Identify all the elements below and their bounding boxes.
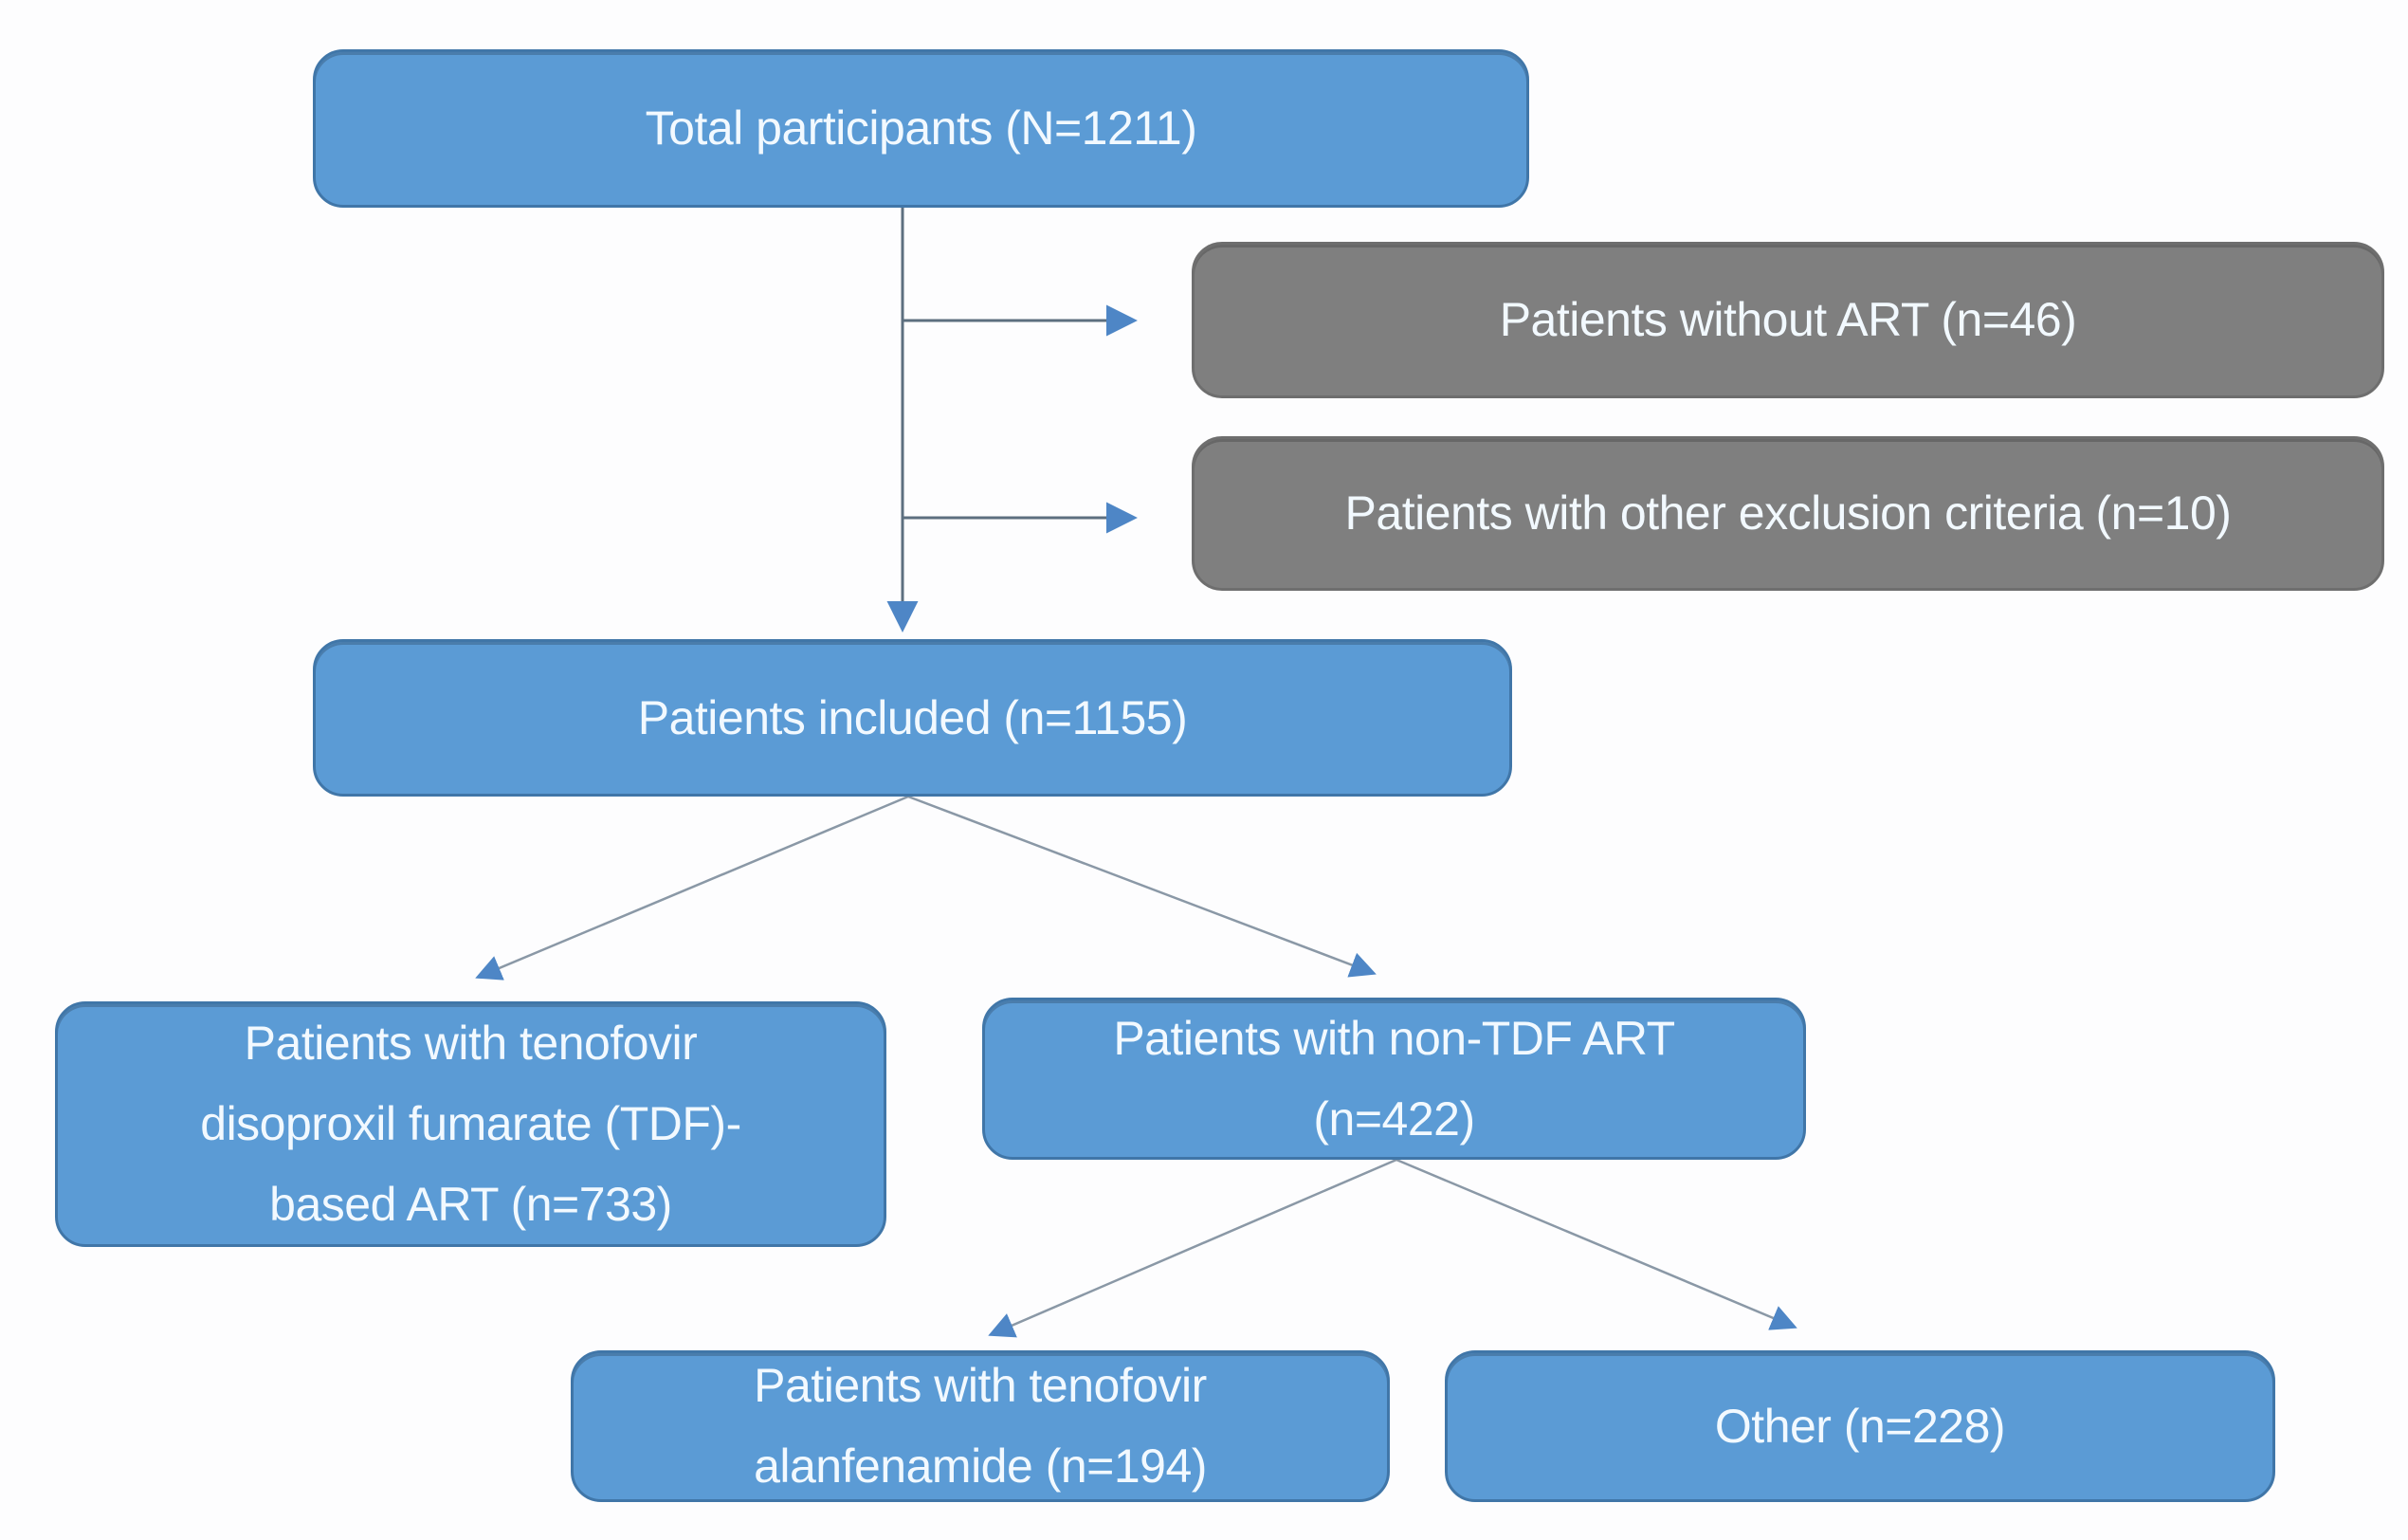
connector-non-tdf-to-other bbox=[1396, 1158, 1797, 1330]
node-tdf-based-art-label: Patients with tenofovir disoproxil fumar… bbox=[200, 1017, 741, 1231]
node-tenofovir-alanfenamide-label: Patients with tenofovir alanfenamide (n=… bbox=[754, 1359, 1207, 1493]
node-other-label: Other (n=228) bbox=[1714, 1399, 2006, 1453]
node-other-exclusion-criteria: Patients with other exclusion criteria (… bbox=[1192, 436, 2384, 591]
node-patients-included: Patients included (n=1155) bbox=[313, 639, 1512, 797]
node-patients-included-label: Patients included (n=1155) bbox=[637, 690, 1188, 744]
node-non-tdf-art-label: Patients with non-TDF ART (n=422) bbox=[1113, 1011, 1675, 1146]
node-total-participants-label: Total participants (N=1211) bbox=[645, 101, 1197, 155]
node-tenofovir-alanfenamide: Patients with tenofovir alanfenamide (n=… bbox=[571, 1350, 1390, 1502]
node-total-participants: Total participants (N=1211) bbox=[313, 49, 1529, 208]
connector-included-to-non-tdf bbox=[907, 795, 1377, 978]
connector-non-tdf-to-taf bbox=[988, 1158, 1397, 1338]
node-non-tdf-art: Patients with non-TDF ART (n=422) bbox=[982, 998, 1806, 1160]
node-tdf-based-art: Patients with tenofovir disoproxil fumar… bbox=[55, 1001, 886, 1247]
node-other-exclusion-criteria-label: Patients with other exclusion criteria (… bbox=[1344, 486, 2232, 540]
node-patients-without-art: Patients without ART (n=46) bbox=[1192, 242, 2384, 398]
node-patients-without-art-label: Patients without ART (n=46) bbox=[1499, 293, 2077, 346]
connector-included-to-tdf bbox=[475, 795, 909, 981]
node-other: Other (n=228) bbox=[1445, 1350, 2275, 1502]
